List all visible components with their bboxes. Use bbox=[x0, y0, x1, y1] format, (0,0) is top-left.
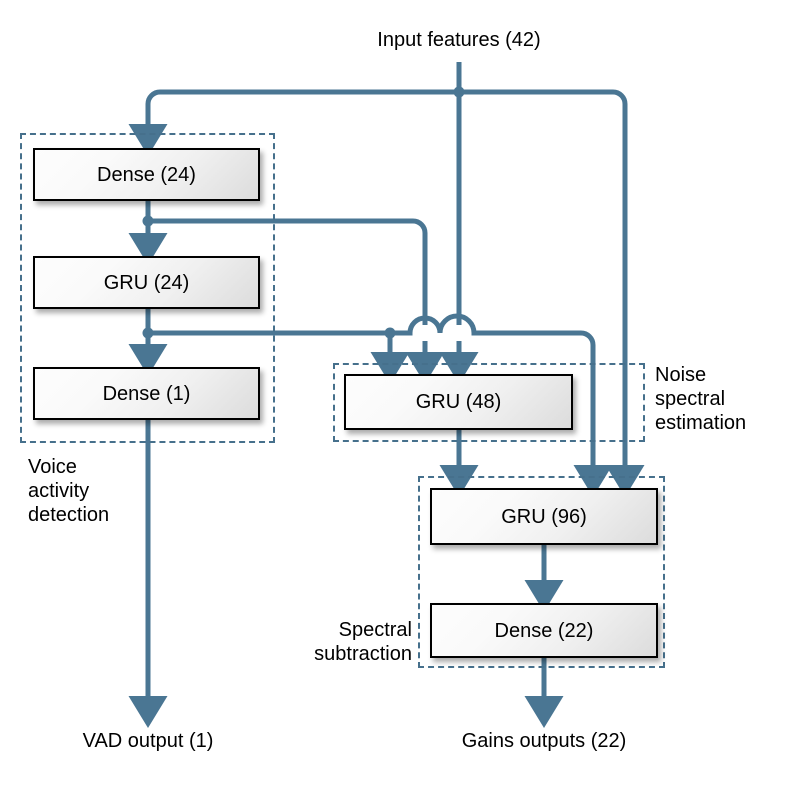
group-spectral-subtraction bbox=[418, 476, 665, 668]
group-label-spectral-subtraction: Spectral subtraction bbox=[280, 618, 412, 666]
junction-dot-input bbox=[453, 86, 465, 98]
layer-label-dense22: Dense (22) bbox=[494, 619, 594, 642]
junction-dot-gru24-gru48 bbox=[384, 327, 396, 339]
layer-label-dense24: Dense (24) bbox=[97, 163, 196, 186]
layer-box-dense24[interactable]: Dense (24) bbox=[33, 148, 260, 201]
group-label-line: Voice bbox=[28, 456, 77, 478]
layer-label-gru24: GRU (24) bbox=[103, 271, 190, 294]
group-label-line: Noise bbox=[655, 364, 707, 386]
vad-output-label: VAD output (1) bbox=[82, 730, 214, 752]
layer-label-dense1: Dense (1) bbox=[102, 382, 191, 405]
group-label-line: subtraction bbox=[314, 643, 412, 665]
group-label-line: detection bbox=[28, 504, 110, 526]
layer-box-dense22[interactable]: Dense (22) bbox=[430, 603, 658, 658]
layer-box-gru24[interactable]: GRU (24) bbox=[33, 256, 260, 309]
group-voice-activity-detection bbox=[20, 133, 275, 443]
layer-box-gru96[interactable]: GRU (96) bbox=[430, 488, 658, 545]
layer-label-gru96: GRU (96) bbox=[501, 505, 587, 528]
input-features-label: Input features (42) bbox=[377, 29, 541, 51]
gains-output-label: Gains outputs (22) bbox=[461, 730, 627, 752]
group-noise-spectral-estimation bbox=[333, 363, 645, 442]
group-label-voice-activity-detection: Voice activity detection bbox=[28, 455, 158, 527]
group-label-line: activity bbox=[28, 480, 90, 502]
group-label-line: estimation bbox=[655, 412, 747, 434]
layer-label-gru48: GRU (48) bbox=[415, 391, 502, 413]
layer-box-gru48[interactable]: GRU (48) bbox=[344, 374, 573, 430]
layer-box-dense1[interactable]: Dense (1) bbox=[33, 367, 260, 420]
group-label-line: spectral bbox=[655, 388, 726, 410]
group-label-line: Spectral bbox=[338, 619, 412, 641]
group-label-noise-spectral-estimation: Noise spectral estimation bbox=[655, 363, 805, 435]
